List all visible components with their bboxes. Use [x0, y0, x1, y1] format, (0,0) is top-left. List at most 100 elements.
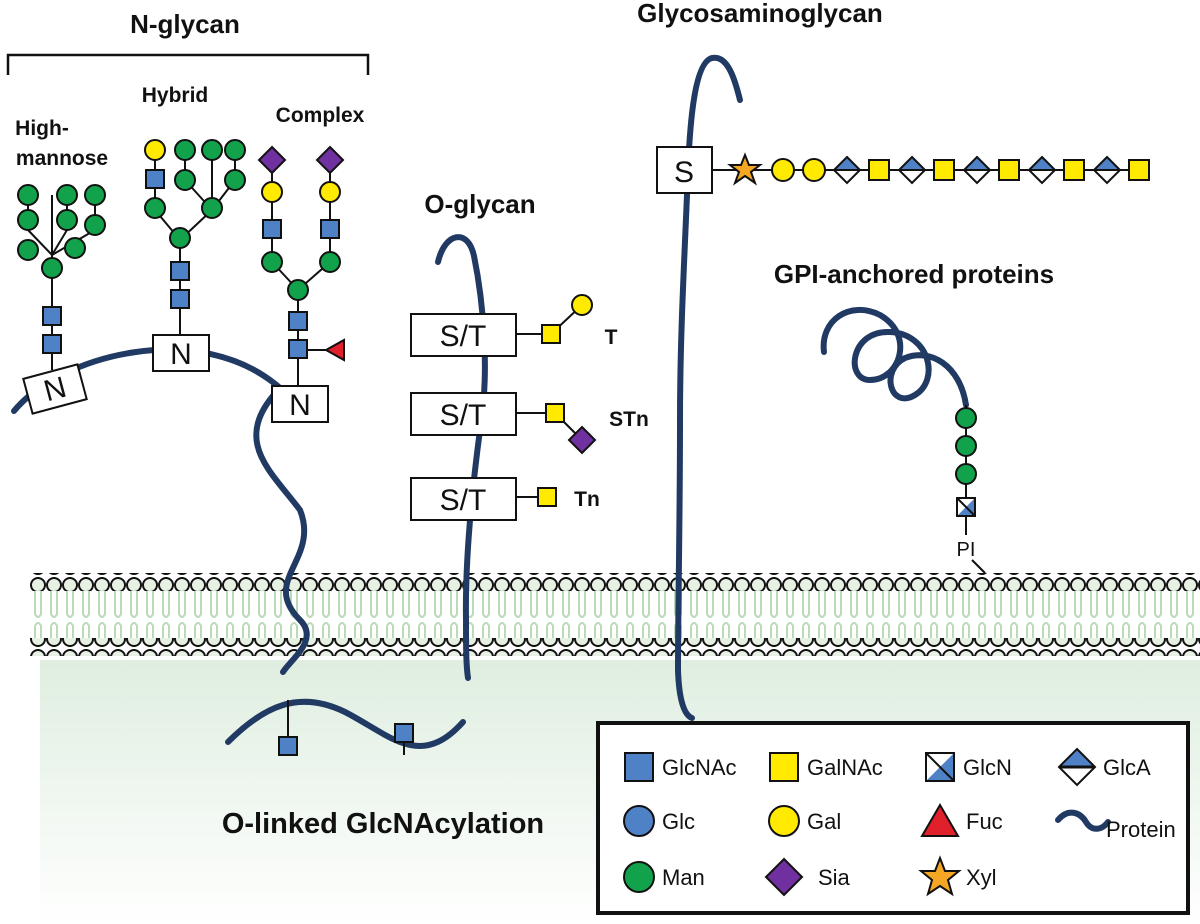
- man-icon: [319, 251, 341, 273]
- man-icon: [56, 184, 78, 206]
- gal-icon: [261, 181, 283, 203]
- complex-glycan: [257, 145, 345, 385]
- purple-diamond-icon: [764, 857, 804, 897]
- gpi-title: GPI-anchored proteins: [774, 259, 1054, 289]
- glcnac-icon: [42, 306, 62, 326]
- sia-icon: [567, 425, 597, 455]
- sia-icon: [257, 145, 287, 175]
- legend-label-gal: Gal: [807, 809, 841, 834]
- gal-icon: [771, 158, 795, 182]
- legend-label-glca: GlcA: [1103, 755, 1151, 780]
- man-icon: [17, 184, 39, 206]
- n-site-box-3: N: [271, 385, 329, 423]
- n-glycan-protein: [11, 346, 310, 675]
- n-glycan-title: N-glycan: [130, 9, 240, 39]
- gal-icon: [802, 158, 826, 182]
- legend-label-galnac: GalNAc: [807, 755, 883, 780]
- st-site-box-1: S/T: [410, 313, 517, 357]
- orange-star-icon: [918, 855, 962, 897]
- gal-icon: [571, 294, 593, 316]
- man-icon: [17, 209, 39, 231]
- galnac-icon: [541, 324, 561, 344]
- hybrid-glycan: [144, 139, 246, 335]
- legend-label-glc: Glc: [662, 809, 695, 834]
- s-site-box: S: [656, 146, 713, 194]
- yellow-square-icon: [769, 752, 799, 782]
- half-blue-diamond-icon: [1057, 747, 1097, 787]
- man-icon: [955, 435, 977, 457]
- glcn-icon: [956, 497, 976, 517]
- complex-label: Complex: [276, 104, 365, 127]
- o-glcnac-title: O-linked GlcNAcylation: [222, 808, 544, 840]
- legend-label-sia: Sia: [818, 865, 851, 890]
- o-glycan-title: O-glycan: [424, 189, 535, 219]
- galnac-icon: [1128, 159, 1150, 181]
- galnac-icon: [545, 403, 565, 423]
- glcnac-icon: [170, 261, 190, 281]
- glca-icon: [832, 155, 862, 185]
- man-icon: [955, 407, 977, 429]
- man-icon: [174, 169, 196, 191]
- gpi-protein: [820, 307, 969, 408]
- man-icon: [56, 209, 78, 231]
- gpi-anchor: [955, 405, 986, 574]
- half-blue-square-icon: [925, 752, 955, 782]
- man-icon: [17, 239, 39, 261]
- glcnac-icon: [262, 219, 282, 239]
- legend-label-glcn: GlcN: [963, 755, 1012, 780]
- man-icon: [41, 257, 63, 279]
- galnac-icon: [1063, 159, 1085, 181]
- legend-label-man: Man: [662, 865, 705, 890]
- blue-square-icon: [624, 752, 654, 782]
- glcnac-icon: [288, 339, 308, 359]
- man-icon: [64, 237, 86, 259]
- sia-icon: [315, 145, 345, 175]
- man-icon: [201, 197, 223, 219]
- gal-icon: [144, 139, 166, 161]
- glcnac-icon: [170, 289, 190, 309]
- svg-text:S/T: S/T: [440, 399, 487, 432]
- svg-text:S/T: S/T: [440, 320, 487, 353]
- n-site-box-2: N: [152, 334, 210, 372]
- glycosaminoglycan-title: Glycosaminoglycan: [637, 0, 883, 28]
- galnac-icon: [933, 159, 955, 181]
- legend-label-fuc: Fuc: [966, 809, 1003, 834]
- glca-icon: [1092, 155, 1122, 185]
- tn-antigen-label: Tn: [574, 488, 600, 511]
- man-icon: [144, 197, 166, 219]
- high-mannose-label-2: mannose: [16, 147, 108, 170]
- svg-text:S: S: [674, 156, 694, 189]
- glcnac-icon: [145, 169, 165, 189]
- legend-label-protein: Protein: [1106, 817, 1176, 842]
- xyl-icon: [727, 152, 763, 186]
- galnac-icon: [998, 159, 1020, 181]
- red-triangle-icon: [920, 803, 960, 837]
- legend: GlcNAc GalNAc GlcN GlcA Glc Gal Fuc Prot…: [596, 721, 1190, 915]
- man-icon: [84, 184, 106, 206]
- high-mannose-glycan: [17, 184, 106, 370]
- legend-box: [596, 721, 1190, 915]
- glcnac-icon: [278, 736, 298, 756]
- svg-text:S/T: S/T: [440, 484, 487, 517]
- high-mannose-label-1: High-: [15, 117, 69, 140]
- o-glcnac-protein: [225, 698, 466, 749]
- galnac-icon: [537, 487, 557, 507]
- gag-chain: [712, 152, 1150, 186]
- man-icon: [174, 139, 196, 161]
- man-icon: [955, 463, 977, 485]
- n-site-box-1: N: [22, 363, 88, 415]
- pi-label: PI: [957, 539, 976, 561]
- st-site-box-2: S/T: [410, 392, 517, 436]
- hybrid-label: Hybrid: [142, 84, 209, 107]
- glcnac-icon: [394, 723, 414, 743]
- glcnac-icon: [288, 311, 308, 331]
- glca-icon: [1027, 155, 1057, 185]
- fuc-icon: [323, 338, 345, 362]
- yellow-circle-icon: [768, 805, 800, 837]
- man-icon: [224, 139, 246, 161]
- cell-membrane: [30, 573, 1200, 656]
- glca-icon: [897, 155, 927, 185]
- man-icon: [287, 279, 309, 301]
